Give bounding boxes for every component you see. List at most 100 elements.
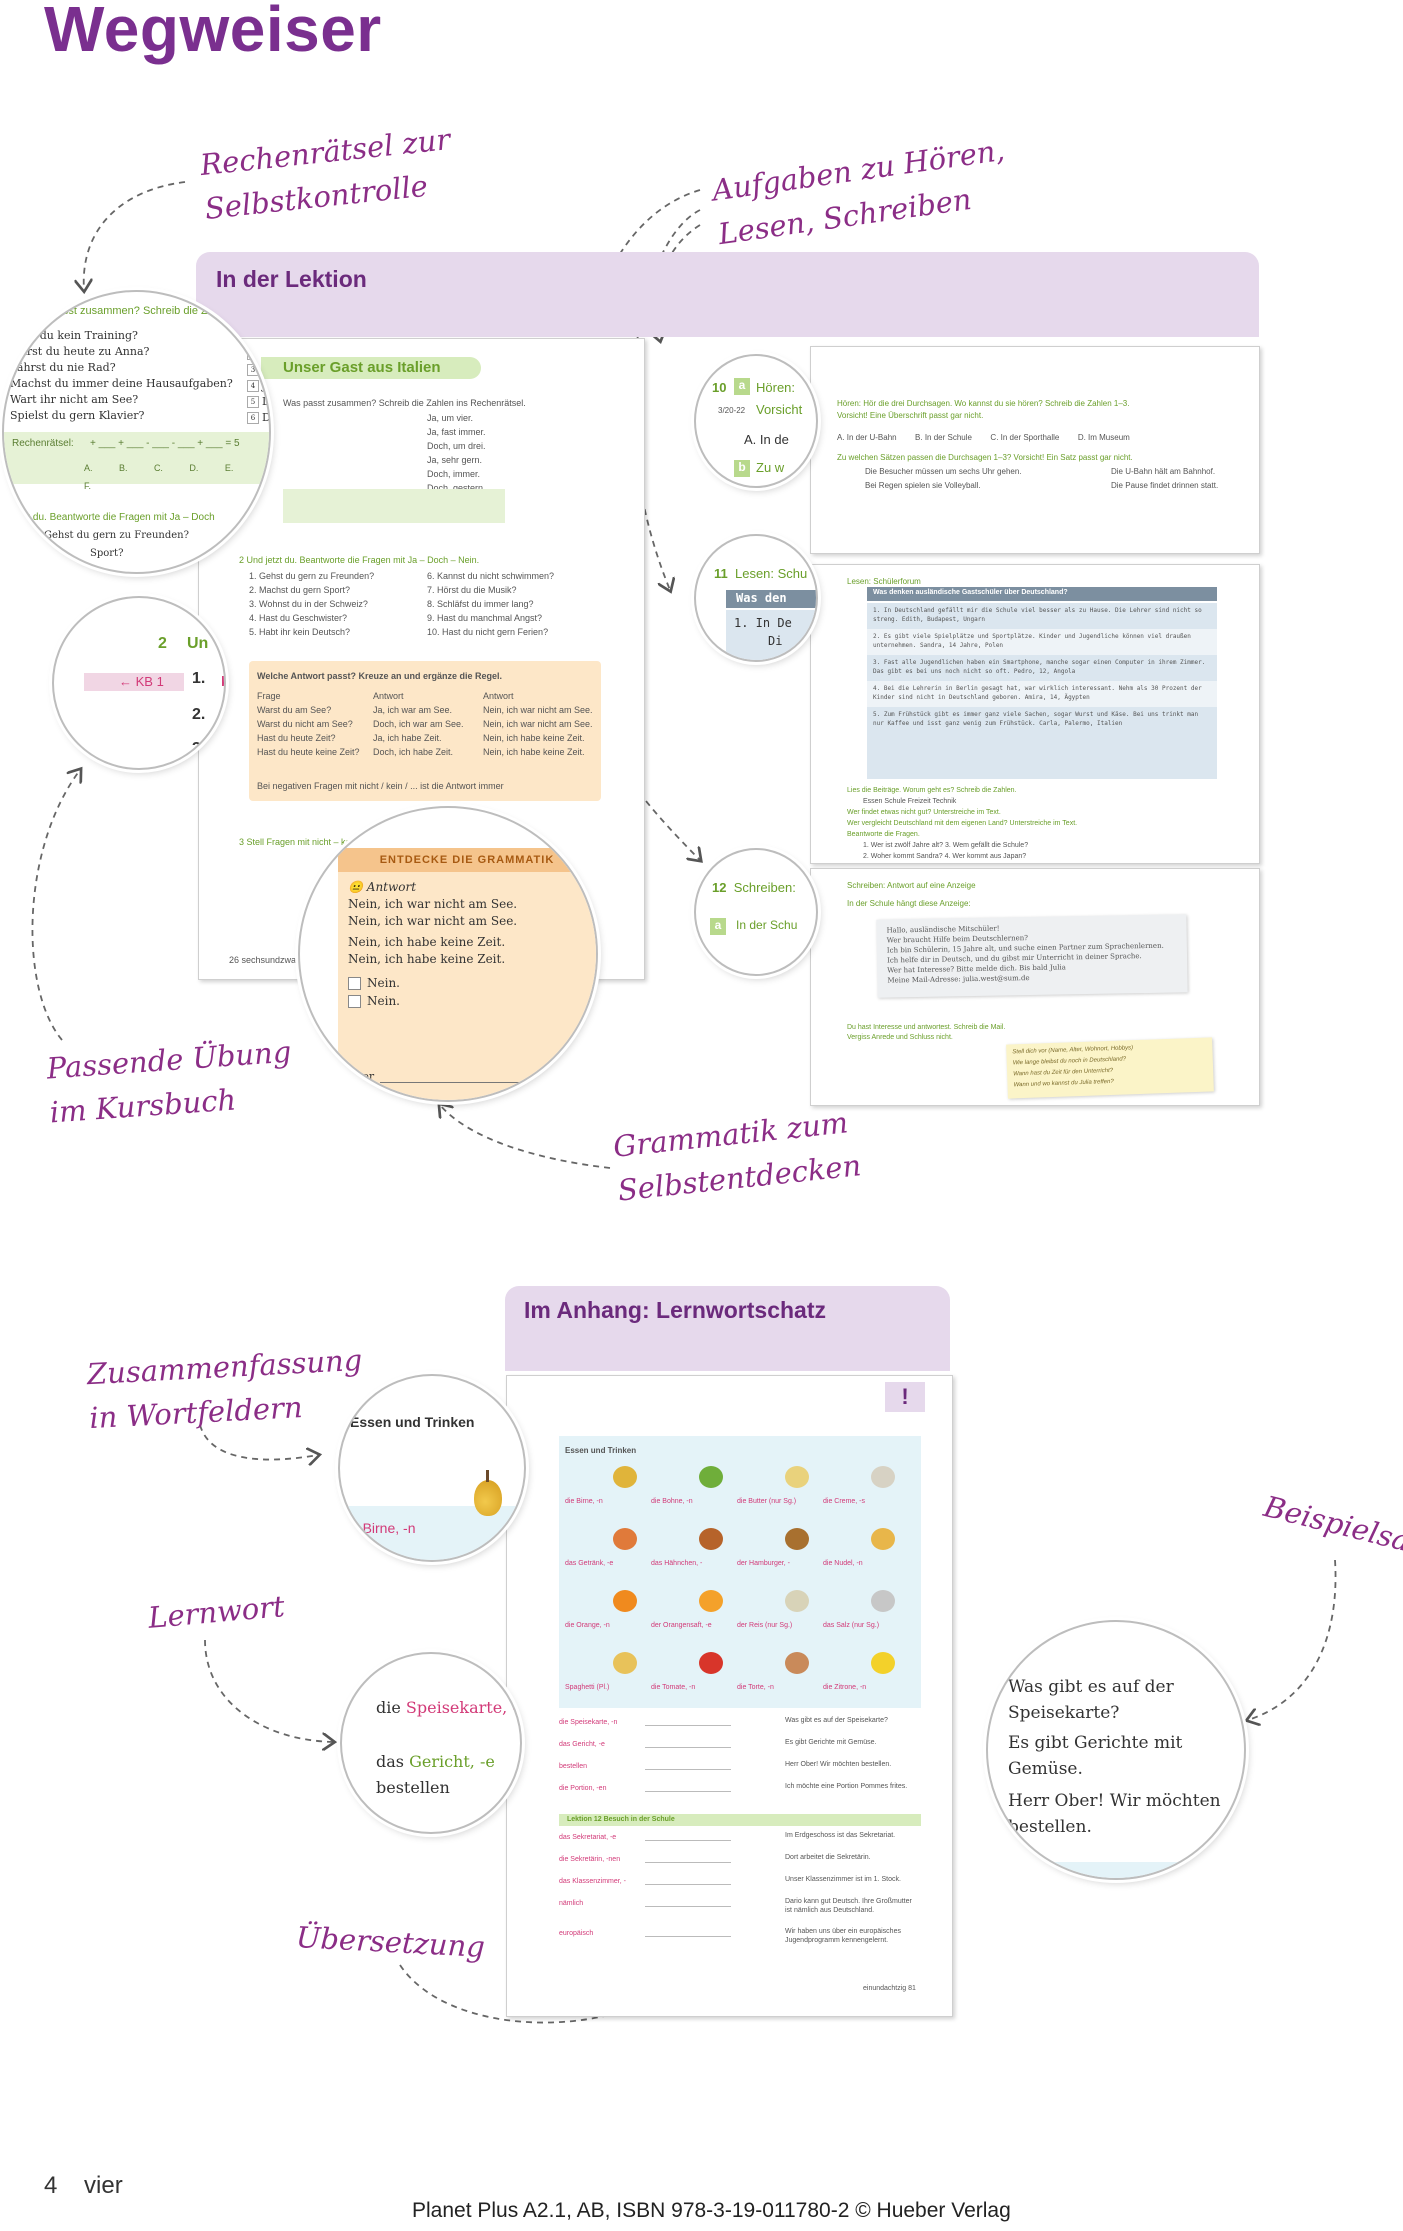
vocab-example: Wir haben uns über ein europäisches Juge… bbox=[785, 1928, 901, 1944]
lesen-task: Beantworte die Fragen. bbox=[847, 831, 920, 838]
hoeren-sentence: Die Pause findet drinnen statt. bbox=[1111, 481, 1219, 490]
lesen-table-head: Was denken ausländische Gastschüler über… bbox=[873, 589, 1068, 596]
lesen-task: Wer findet etwas nicht gut? Unterstreich… bbox=[847, 809, 1001, 816]
vocab-word: nämlich bbox=[559, 1900, 584, 1907]
lesen-title: Lesen: Schülerforum bbox=[847, 577, 921, 586]
translation-line[interactable] bbox=[645, 1725, 731, 1726]
hoeren-option: B. In der Schule bbox=[915, 433, 972, 442]
mini-answer: Doch, gestern. bbox=[427, 483, 486, 493]
lesen-task: Lies die Beiträge. Worum geht es? Schrei… bbox=[847, 787, 1017, 794]
answer-fragment: D bbox=[262, 331, 271, 344]
bubble-essen-word-main: die Birne, bbox=[340, 1520, 400, 1536]
annotation-passende-uebung: Passende Übung im Kursbuch bbox=[45, 1030, 296, 1135]
bubble-schreiben-num: 12 bbox=[712, 880, 727, 895]
mini-question: 10. Hast du nicht gern Ferien? bbox=[427, 627, 549, 637]
mini-grammar-col-ja: Antwort Ja, ich war am See. Doch, ich wa… bbox=[373, 689, 464, 759]
food-item: das Hähnchen, - bbox=[651, 1528, 737, 1590]
schreiben-b-task: Du hast Interesse und antwortest. Schrei… bbox=[847, 1024, 1006, 1031]
bubble-schreiben-tag: a bbox=[710, 918, 726, 935]
food-item: die Creme, -s bbox=[823, 1466, 909, 1528]
mini-q-right: 6. Kannst du nicht schwimmen? 7. Hörst d… bbox=[427, 569, 554, 639]
mini-grammar-col-nein: Antwort Nein, ich war nicht am See. Nein… bbox=[483, 689, 593, 759]
food-icon bbox=[785, 1652, 809, 1674]
translation-line[interactable] bbox=[645, 1840, 731, 1841]
translation-line[interactable] bbox=[645, 1862, 731, 1863]
lesen-row: 2. Es gibt viele Spielplätze und Sportpl… bbox=[867, 629, 1217, 655]
bubble-essen-word: die Birne, -n bbox=[340, 1520, 416, 1536]
lesen-row: 1. In Deutschland gefällt mir die Schule… bbox=[873, 607, 1202, 623]
kb-tag[interactable]: ← KB 1 bbox=[119, 674, 164, 689]
mini-question: 1. Gehst du gern zu Freunden? bbox=[249, 571, 375, 581]
mini-grammar-col: Frage bbox=[257, 691, 281, 701]
grammar-antwort-label: Antwort bbox=[366, 880, 417, 894]
page-title: Wegweiser bbox=[44, 0, 382, 65]
lernwort-word: Speisekarte bbox=[405, 1698, 503, 1717]
bubble-beispielsatz: Was gibt es auf der Speisekarte? Es gibt… bbox=[986, 1620, 1246, 1880]
schreiben-sticky-note: Stell dich vor (Name, Alter, Wohnort, Ho… bbox=[1006, 1037, 1214, 1099]
translation-line[interactable] bbox=[645, 1906, 731, 1907]
bubble-rechen-q2: Sport? bbox=[90, 548, 124, 559]
food-panel-title: Essen und Trinken bbox=[565, 1446, 637, 1455]
grammar-option[interactable]: Nein. bbox=[348, 992, 586, 1010]
vocab-example: Dort arbeitet die Sekretärin. bbox=[785, 1854, 871, 1861]
bubble-rechen-equation: + ___ + ___ - ___ - ___ + ___ = 5 bbox=[90, 438, 240, 449]
schreiben-sheet: Schreiben: Antwort auf eine Anzeige In d… bbox=[810, 868, 1260, 1106]
schreiben-note: Hallo, ausländische Mitschüler! Wer brau… bbox=[876, 914, 1188, 998]
footer-copyright: Planet Plus A2.1, AB, ISBN 978-3-19-0117… bbox=[412, 2199, 1011, 2222]
bubble-kb-title: Un bbox=[187, 635, 209, 652]
translation-line[interactable] bbox=[645, 1791, 731, 1792]
number-box: 5 bbox=[247, 396, 259, 408]
checkbox[interactable] bbox=[348, 977, 361, 990]
schreiben-a-task: In der Schule hängt diese Anzeige: bbox=[847, 899, 971, 908]
bubble-hoeren-item: A. In de bbox=[744, 432, 789, 447]
annotation-grammatik: Grammatik zum Selbstentdecken bbox=[611, 1099, 863, 1212]
food-label: die Zitrone, -n bbox=[823, 1684, 867, 1691]
checkbox[interactable] bbox=[348, 995, 361, 1008]
mini-task3: 3 Stell Fragen mit nicht – kein. bbox=[239, 837, 361, 847]
food-item: der Hamburger, - bbox=[737, 1528, 823, 1590]
number-box: 1 bbox=[247, 332, 259, 344]
kb-item: 2. bbox=[192, 706, 206, 723]
lesen-row: 5. Zum Frühstück gibt es immer ganz viel… bbox=[873, 711, 1199, 727]
lernwort-2: das Gericht, -e bbox=[376, 1752, 495, 1771]
hoeren-sheet: Hören: Hör die drei Durchsagen. Wo kanns… bbox=[810, 346, 1260, 554]
bubble-lesen-table bbox=[726, 610, 816, 660]
mini-answer-list: Ja, um vier. Ja, fast immer. Doch, um dr… bbox=[427, 411, 486, 495]
food-item: die Birne, -n bbox=[565, 1466, 651, 1528]
bubble-schreiben-title: Schreiben: bbox=[733, 880, 796, 895]
workbook-page-footer: 26 sechsundzwanzig bbox=[229, 955, 313, 965]
food-item: die Orange, -n bbox=[565, 1590, 651, 1652]
food-icon bbox=[785, 1466, 809, 1488]
translation-line[interactable] bbox=[645, 1936, 731, 1937]
bubble-lesen-num-label: 11 bbox=[714, 566, 728, 581]
food-label: Spaghetti (Pl.) bbox=[565, 1684, 610, 1691]
translation-line[interactable] bbox=[645, 1884, 731, 1885]
number-box: 4 bbox=[247, 380, 259, 392]
rechen-letter: D. bbox=[189, 463, 199, 473]
food-label: das Hähnchen, - bbox=[651, 1560, 703, 1567]
bullet-icon bbox=[222, 676, 224, 686]
grammar-option[interactable]: Nein. bbox=[348, 974, 586, 992]
bubble-hoeren-b: Zu w bbox=[756, 460, 785, 475]
food-item: die Butter (nur Sg.) bbox=[737, 1466, 823, 1528]
food-icon bbox=[699, 1528, 723, 1550]
hoeren-option: C. In der Sporthalle bbox=[990, 433, 1060, 442]
pear-stem-icon bbox=[486, 1470, 489, 1482]
food-icon bbox=[871, 1528, 895, 1550]
food-item: die Zitrone, -n bbox=[823, 1652, 909, 1714]
beispiel-sentence: Herr Ober! Wir möchten bestellen. bbox=[1008, 1791, 1221, 1837]
arrow-grammatik bbox=[440, 1105, 611, 1169]
translation-line[interactable] bbox=[645, 1747, 731, 1748]
mini-grammar-cell: Ja, ich habe Zeit. bbox=[373, 733, 442, 743]
lesen-row: 4. Bei die Lehrerin in Berlin gesagt hat… bbox=[867, 681, 1217, 707]
bubble-kb-num: 2 bbox=[158, 635, 167, 652]
hoeren-options: A. In der U-Bahn B. In der Schule C. In … bbox=[837, 427, 1257, 445]
translation-line[interactable] bbox=[645, 1769, 731, 1770]
hoeren-sentence: Die Besucher müssen um sechs Uhr gehen. bbox=[865, 467, 1022, 476]
bubble-schreiben-heading: 12 Schreiben: bbox=[712, 880, 796, 895]
lernwort-word: Gericht bbox=[409, 1752, 470, 1771]
bubble-rechenraetsel: Was passt zusammen? Schreib die Zahlen i… bbox=[2, 290, 271, 574]
